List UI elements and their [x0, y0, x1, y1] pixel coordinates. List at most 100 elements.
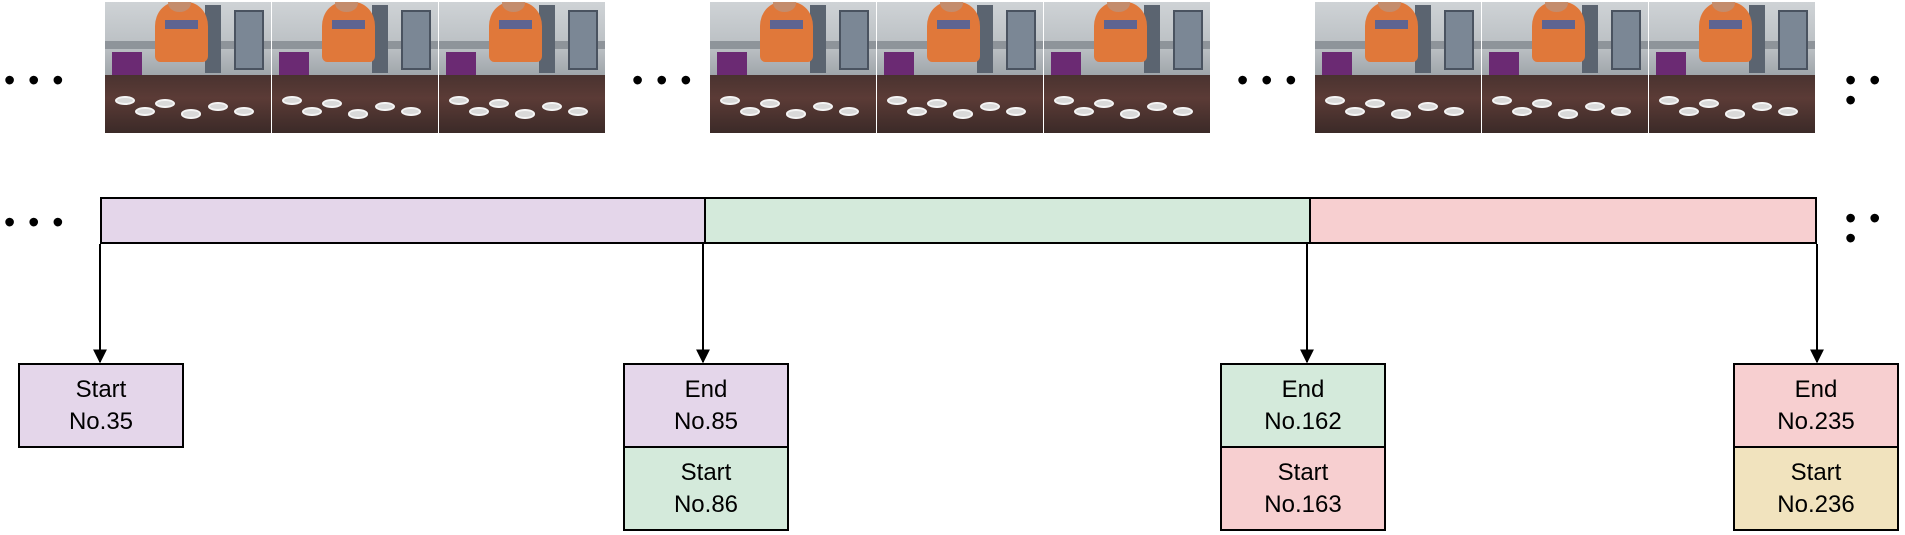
- frame-plate: [1391, 109, 1412, 119]
- frame-letters: [1541, 20, 1575, 30]
- frame-letters: [769, 20, 803, 30]
- frame-box: [445, 51, 476, 78]
- frame-person: [759, 2, 813, 63]
- frame-plate: [1611, 106, 1632, 116]
- frame-box: [716, 51, 747, 78]
- frame-rack2: [1611, 9, 1642, 71]
- frame-plate: [134, 106, 155, 116]
- frame-head: [1712, 2, 1736, 13]
- frame-letters: [164, 20, 198, 30]
- frame-person: [488, 2, 542, 63]
- frame-rack1: [1581, 4, 1599, 73]
- frame-table: [272, 75, 438, 133]
- frame-head: [335, 2, 359, 13]
- frame-plate: [1053, 96, 1074, 106]
- frame-head: [773, 2, 797, 13]
- box-start-86: Start No.86: [623, 446, 789, 531]
- frame-person: [154, 2, 208, 63]
- frame-plate: [1725, 109, 1746, 119]
- frame-letters: [1708, 20, 1742, 30]
- box-2-bottom-number: No.86: [673, 490, 739, 518]
- frame-table: [1315, 75, 1481, 133]
- frame-table: [439, 75, 605, 133]
- frame-head: [940, 2, 964, 13]
- frame-plate: [1658, 96, 1679, 106]
- frame-plate: [1417, 101, 1438, 111]
- frame-plate: [1073, 106, 1094, 116]
- box-end-235: End No.235: [1733, 363, 1899, 448]
- frame-plate: [114, 96, 135, 106]
- frame-table: [105, 75, 271, 133]
- frame-plate: [1584, 101, 1605, 111]
- box-2-bottom-word: Start: [680, 458, 732, 486]
- frame-letters: [498, 20, 532, 30]
- frame-box: [1655, 51, 1686, 78]
- frame-head: [1545, 2, 1569, 13]
- frame-plate: [1146, 101, 1167, 111]
- frame-plate: [568, 106, 589, 116]
- box-4-bottom-word: Start: [1790, 458, 1842, 486]
- frame-plate: [839, 106, 860, 116]
- frame-table: [1482, 75, 1648, 133]
- video-frame: [272, 2, 438, 133]
- timeline-bar: [100, 197, 1817, 244]
- frame-plate: [739, 106, 760, 116]
- frame-person: [1364, 2, 1418, 63]
- frame-plate: [374, 101, 395, 111]
- frame-person: [321, 2, 375, 63]
- segment-red: [1309, 199, 1815, 242]
- frame-rack2: [1173, 9, 1204, 71]
- box-start-163: Start No.163: [1220, 446, 1386, 531]
- frame-person: [926, 2, 980, 63]
- video-frame: [1044, 2, 1210, 133]
- frame-person: [1698, 2, 1752, 63]
- frame-plate: [181, 109, 202, 119]
- frame-letters: [1374, 20, 1408, 30]
- frame-plate: [906, 106, 927, 116]
- frame-person: [1093, 2, 1147, 63]
- frame-plate: [1344, 106, 1365, 116]
- frame-letters: [1103, 20, 1137, 30]
- frame-plate: [207, 101, 228, 111]
- frame-plate: [812, 101, 833, 111]
- frame-head: [1107, 2, 1131, 13]
- frame-rack2: [234, 9, 265, 71]
- frame-plate: [1531, 98, 1552, 109]
- frame-rack1: [204, 4, 222, 73]
- frame-plate: [759, 98, 780, 109]
- frame-rack1: [809, 4, 827, 73]
- frame-box: [883, 51, 914, 78]
- frame-letters: [331, 20, 365, 30]
- video-frame: [1315, 2, 1481, 133]
- frame-plate: [1698, 98, 1719, 109]
- frame-box: [278, 51, 309, 78]
- frame-plate: [1678, 106, 1699, 116]
- frame-rack1: [371, 4, 389, 73]
- frame-letters: [936, 20, 970, 30]
- frame-plate: [488, 98, 509, 109]
- frame-plate: [281, 96, 302, 106]
- frame-plate: [1093, 98, 1114, 109]
- frame-rack1: [538, 4, 556, 73]
- frame-plate: [468, 106, 489, 116]
- frame-table: [1044, 75, 1210, 133]
- frame-plate: [1324, 96, 1345, 106]
- segment-green: [704, 199, 1309, 242]
- frame-plate: [348, 109, 369, 119]
- video-frame: [1649, 2, 1815, 133]
- frame-rack1: [1143, 4, 1161, 73]
- frame-box: [111, 51, 142, 78]
- frame-plate: [301, 106, 322, 116]
- frame-plate: [1006, 106, 1027, 116]
- frame-plate: [1511, 106, 1532, 116]
- video-frame: [877, 2, 1043, 133]
- frame-rack2: [1006, 9, 1037, 71]
- frame-plate: [1364, 98, 1385, 109]
- box-1-number: No.35: [68, 407, 134, 435]
- frame-plate: [401, 106, 422, 116]
- box-4-top-word: End: [1794, 375, 1838, 403]
- frame-rack2: [1444, 9, 1475, 71]
- box-1-word: Start: [75, 375, 127, 403]
- frame-plate: [719, 96, 740, 106]
- frame-plate: [515, 109, 536, 119]
